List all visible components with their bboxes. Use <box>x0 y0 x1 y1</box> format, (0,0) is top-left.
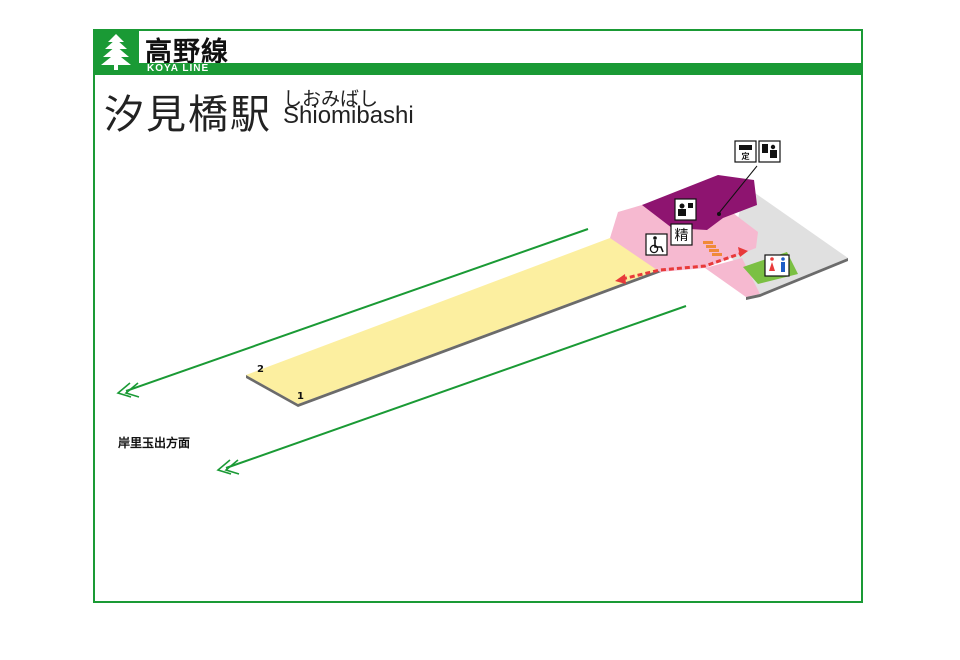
line-name-bar <box>139 63 863 75</box>
commuter-pass-machine-icon: 定 <box>734 140 757 163</box>
wheelchair-accessible-icon <box>645 233 668 256</box>
restroom-icon <box>764 254 790 277</box>
direction-label: 岸里玉出方面 <box>118 436 191 450</box>
station-name-en: Shiomibashi <box>283 102 414 129</box>
stairs-icon <box>703 241 722 256</box>
station-name-ja: 汐見橋駅 <box>104 92 272 138</box>
icon-leader-line <box>718 165 758 214</box>
route-arrow-icon <box>615 247 748 284</box>
platform-number-2: 2 <box>257 364 264 375</box>
fare-adjustment-machine-icon: 精 <box>670 223 693 246</box>
platform-number-1: 1 <box>297 391 304 402</box>
map-frame <box>93 29 863 603</box>
line-name-ja: 高野線 <box>145 37 229 68</box>
station-name-kana: しおみばし <box>283 88 379 110</box>
line-name-en: KOYA LINE <box>147 63 210 74</box>
ticket-office-icon <box>758 140 781 163</box>
svg-text:定: 定 <box>741 151 750 161</box>
direction-arrow-icon <box>216 459 240 475</box>
platform <box>246 238 664 407</box>
station-staff-icon <box>674 198 697 221</box>
line-header: 高野線 KOYA LINE <box>93 29 863 75</box>
svg-text:精: 精 <box>675 228 689 244</box>
station-building <box>642 175 757 230</box>
track-lower <box>225 305 687 469</box>
cedar-tree-logo-icon <box>101 34 131 70</box>
line-logo <box>93 29 139 75</box>
track-upper <box>125 228 589 392</box>
direction-arrow-icon <box>116 382 140 398</box>
